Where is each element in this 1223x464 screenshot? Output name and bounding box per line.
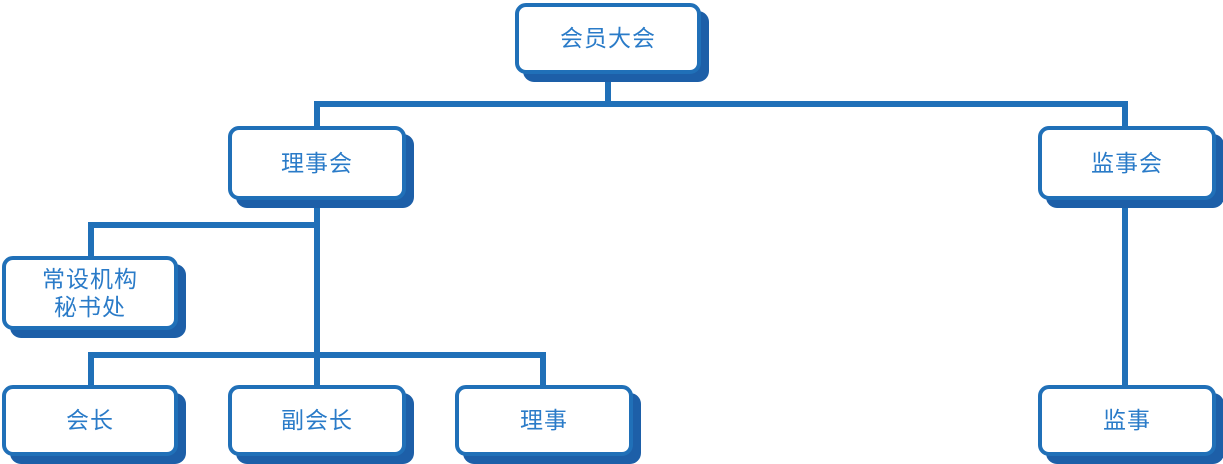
connector-supervisors-riser: [1122, 101, 1128, 129]
node-board-of-supervisors[interactable]: 监事会: [1038, 126, 1216, 200]
node-label-director: 理事: [520, 407, 568, 434]
node-standing-body-secretariat[interactable]: 常设机构秘书处: [2, 256, 178, 330]
node-label-board-of-supervisors: 监事会: [1091, 149, 1163, 176]
node-label-wrap-director: 理事: [520, 406, 568, 434]
node-label-wrap-council: 理事会: [281, 149, 353, 177]
node-label-president: 会长: [66, 407, 114, 434]
connector-secretariat-branch: [88, 222, 318, 228]
node-label-wrap-general-assembly: 会员大会: [560, 24, 656, 52]
node-vice-president[interactable]: 副会长: [228, 385, 406, 456]
connector-level4-bus: [88, 352, 546, 358]
node-general-assembly[interactable]: 会员大会: [515, 3, 701, 74]
node-label-wrap-supervisor: 监事: [1103, 406, 1151, 434]
node-label-supervisor: 监事: [1103, 407, 1151, 434]
node-label-wrap-president: 会长: [66, 406, 114, 434]
connector-assembly-drop: [605, 74, 611, 107]
connector-level2-bus: [314, 101, 1128, 107]
node-label-standing-body-secretariat: 常设机构: [42, 265, 138, 292]
node-label-vice-president: 副会长: [281, 407, 353, 434]
node-label-wrap-board-of-supervisors: 监事会: [1091, 149, 1163, 177]
node-director[interactable]: 理事: [455, 385, 633, 456]
node-supervisor[interactable]: 监事: [1038, 385, 1216, 456]
connector-secretariat-drop: [88, 222, 94, 260]
node-label-council: 理事会: [281, 149, 353, 176]
connector-president-drop: [88, 352, 94, 388]
node-label-line2-standing-body-secretariat: 秘书处: [54, 294, 126, 320]
connector-supervisor-stem: [1122, 198, 1128, 388]
node-council[interactable]: 理事会: [228, 126, 406, 200]
connector-council-riser: [314, 101, 320, 129]
node-label-wrap-vice-president: 副会长: [281, 406, 353, 434]
node-label-wrap-standing-body-secretariat: 常设机构秘书处: [42, 265, 138, 321]
node-president[interactable]: 会长: [2, 385, 178, 456]
node-label-general-assembly: 会员大会: [560, 25, 656, 52]
connector-director-drop: [540, 352, 546, 388]
connector-council-stem: [314, 198, 320, 392]
